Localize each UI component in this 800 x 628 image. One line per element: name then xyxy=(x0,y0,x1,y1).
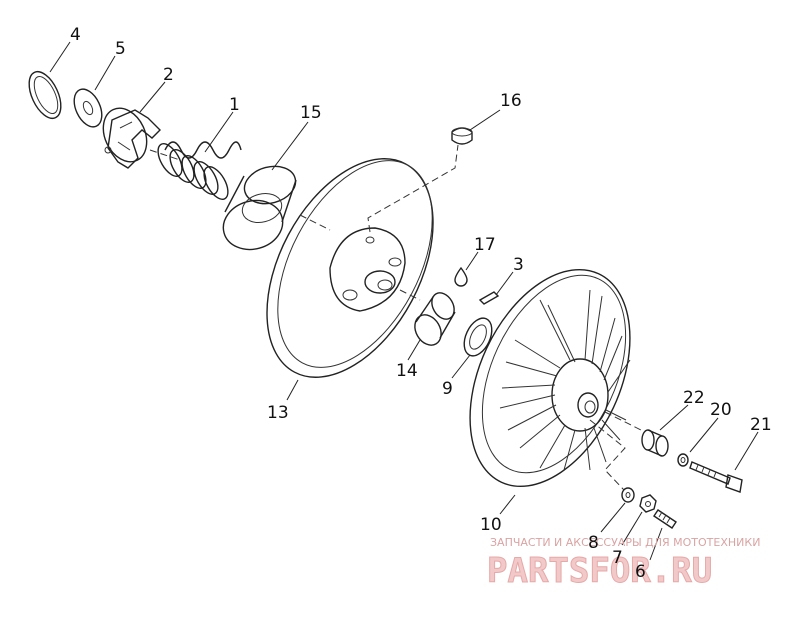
callout-4: 4 xyxy=(70,25,81,45)
bushing-part xyxy=(414,292,456,346)
spring-part xyxy=(157,141,242,200)
grease-drop-icon xyxy=(454,266,468,287)
fixed-sheave-part xyxy=(266,158,434,378)
bolt-part xyxy=(689,461,743,493)
washer-8-part xyxy=(621,487,635,503)
washer-part xyxy=(73,88,103,128)
callout-10: 10 xyxy=(480,515,502,535)
callout-20: 20 xyxy=(710,400,732,420)
key-part xyxy=(478,291,500,305)
movable-sheave-part xyxy=(469,268,631,488)
callout-17: 17 xyxy=(474,235,496,255)
callout-7: 7 xyxy=(612,548,623,568)
leader-lines xyxy=(49,41,759,561)
callout-5: 5 xyxy=(115,39,126,59)
callout-16: 16 xyxy=(500,91,522,111)
snap-ring-part xyxy=(28,70,62,120)
set-screw-part xyxy=(653,509,677,529)
callout-9: 9 xyxy=(442,379,453,399)
small-washer-part xyxy=(677,453,689,467)
callout-8: 8 xyxy=(588,533,599,553)
cap-part xyxy=(451,127,473,145)
sleeve-part xyxy=(222,165,297,251)
callout-13: 13 xyxy=(267,403,289,423)
callout-15: 15 xyxy=(300,103,322,123)
watermark-tagline: ЗАПЧАСТИ И АКСЕССУАРЫ ДЛЯ МОТОТЕХНИКИ xyxy=(490,536,760,549)
spacer-part xyxy=(641,429,669,457)
callout-6: 6 xyxy=(635,562,646,582)
callout-2: 2 xyxy=(163,65,174,85)
watermark-logo: PARTSFOR.RU xyxy=(487,551,712,591)
cam-part xyxy=(102,107,161,169)
callout-labels: 4 5 2 1 15 16 17 3 14 9 13 22 20 21 10 8… xyxy=(70,25,772,582)
callout-21: 21 xyxy=(750,415,772,435)
nut-part xyxy=(639,494,657,513)
callout-22: 22 xyxy=(683,388,705,408)
centerlines xyxy=(149,144,646,491)
watermark: ЗАПЧАСТИ И АКСЕССУАРЫ ДЛЯ МОТОТЕХНИКИ PA… xyxy=(487,536,761,592)
callout-1: 1 xyxy=(229,95,240,115)
callout-14: 14 xyxy=(396,361,418,381)
callout-3: 3 xyxy=(513,255,524,275)
